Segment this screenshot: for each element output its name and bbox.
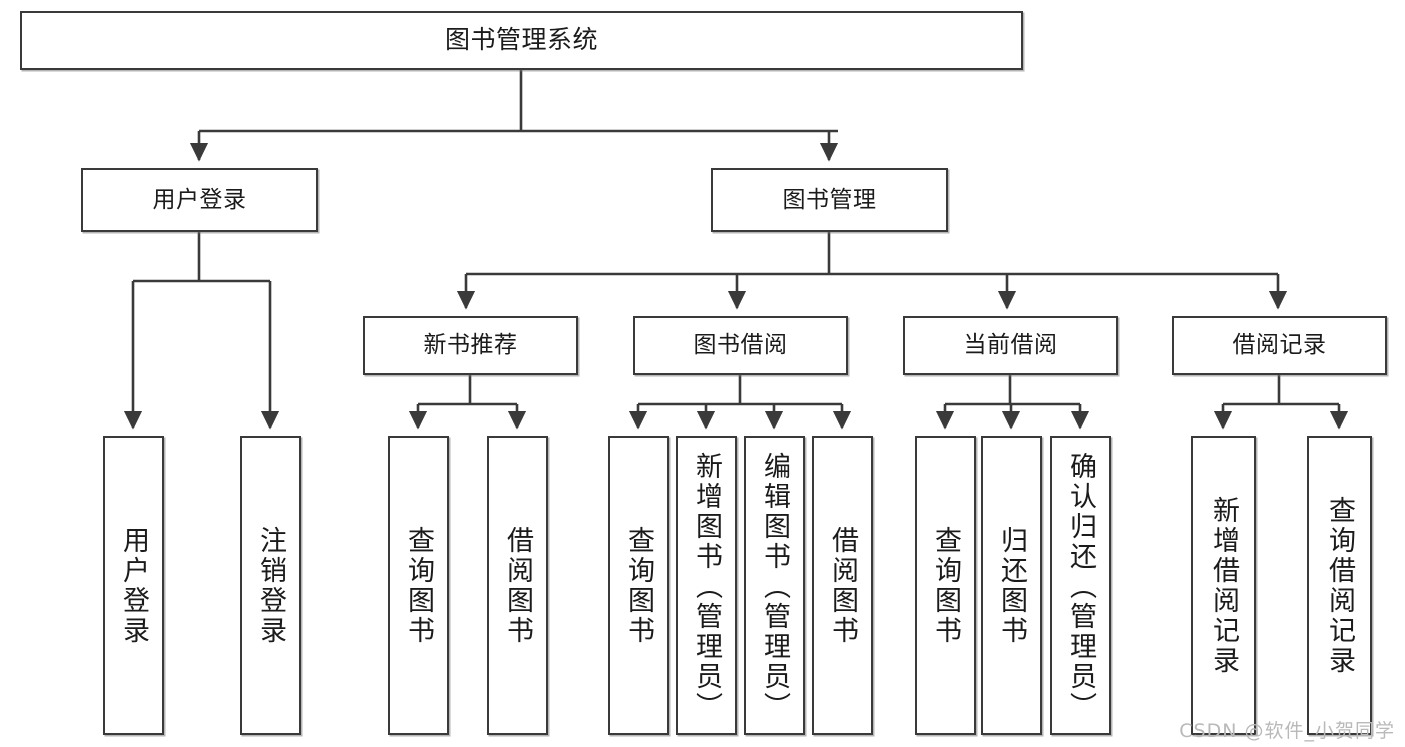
node-label: 确认归还（管理员） — [1065, 452, 1096, 722]
node-label: 查询图书 — [930, 525, 961, 646]
leaf-query-book-current[interactable]: 查询图书 — [915, 436, 976, 735]
node-label: 查询图书 — [623, 525, 654, 646]
node-label: 注销登录 — [255, 525, 286, 646]
node-new-book-recommendation[interactable]: 新书推荐 — [363, 316, 578, 375]
leaf-borrow-book-borrowing[interactable]: 借阅图书 — [812, 436, 873, 735]
leaf-query-book-recommend[interactable]: 查询图书 — [388, 436, 449, 735]
node-label: 用户登录 — [118, 525, 149, 646]
node-book-management[interactable]: 图书管理 — [711, 168, 948, 232]
node-label: 图书管理系统 — [444, 25, 598, 55]
leaf-confirm-return-admin[interactable]: 确认归还（管理员） — [1050, 436, 1111, 735]
node-user-login[interactable]: 用户登录 — [81, 168, 318, 232]
node-label: 新书推荐 — [423, 332, 518, 359]
node-current-borrowing[interactable]: 当前借阅 — [903, 316, 1118, 375]
node-label: 借阅记录 — [1232, 332, 1327, 359]
leaf-query-book-borrowing[interactable]: 查询图书 — [608, 436, 669, 735]
leaf-return-book[interactable]: 归还图书 — [981, 436, 1042, 735]
node-root-system[interactable]: 图书管理系统 — [20, 11, 1023, 70]
node-label: 查询借阅记录 — [1324, 495, 1355, 676]
leaf-edit-book-admin[interactable]: 编辑图书（管理员） — [744, 436, 805, 735]
leaf-user-login[interactable]: 用户登录 — [103, 436, 164, 735]
node-label: 新增借阅记录 — [1208, 495, 1239, 676]
node-label: 借阅图书 — [502, 525, 533, 646]
leaf-add-book-admin[interactable]: 新增图书（管理员） — [676, 436, 737, 735]
node-book-borrowing[interactable]: 图书借阅 — [633, 316, 848, 375]
node-label: 当前借阅 — [963, 332, 1058, 359]
node-label: 借阅图书 — [827, 525, 858, 646]
node-label: 用户登录 — [152, 186, 247, 213]
node-label: 编辑图书（管理员） — [759, 452, 790, 722]
leaf-logout[interactable]: 注销登录 — [240, 436, 301, 735]
node-label: 图书管理 — [782, 186, 877, 213]
leaf-borrow-book-recommend[interactable]: 借阅图书 — [487, 436, 548, 735]
node-label: 新增图书（管理员） — [691, 452, 722, 722]
node-label: 归还图书 — [996, 525, 1027, 646]
leaf-add-borrow-record[interactable]: 新增借阅记录 — [1191, 436, 1256, 735]
node-label: 查询图书 — [403, 525, 434, 646]
leaf-query-borrow-record[interactable]: 查询借阅记录 — [1307, 436, 1372, 735]
node-label: 图书借阅 — [693, 332, 788, 359]
node-borrow-record[interactable]: 借阅记录 — [1172, 316, 1387, 375]
